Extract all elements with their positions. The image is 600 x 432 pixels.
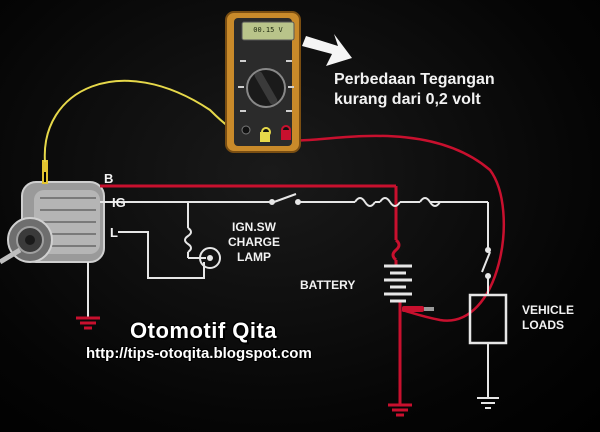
vehicle-loads-box: [468, 293, 508, 345]
terminal-ig-label: IG: [112, 195, 126, 210]
annotation-note: Perbedaan Tegangan kurang dari 0,2 volt: [334, 70, 495, 110]
arrow-right-icon: [302, 34, 352, 66]
multimeter-lcd: [241, 21, 295, 41]
annotation-line-1: Perbedaan Tegangan: [334, 71, 495, 88]
alternator: [0, 160, 105, 265]
charge-lamp-icon: [199, 247, 221, 269]
brand-url[interactable]: http://tips-otoqita.blogspot.com: [86, 345, 312, 362]
brand-title: Otomotif Qita: [130, 318, 278, 343]
terminal-l-label: L: [110, 225, 118, 240]
vehicle-loads-label-line-1: VEHICLE: [522, 303, 575, 317]
ig-circuit: [100, 193, 491, 295]
vehicle-loads-label-line-2: LOADS: [522, 318, 564, 332]
multimeter-reading: 00.15 V: [253, 26, 283, 34]
b-terminal-wire: [100, 184, 402, 405]
meter-lead-red: [285, 134, 506, 322]
battery-label: BATTERY: [300, 278, 356, 292]
ground-loads-icon: [477, 397, 499, 409]
ign-sw-label: IGN.SW CHARGE LAMP: [228, 220, 280, 265]
ign-sw-label-line-3: LAMP: [237, 250, 271, 264]
ground-battery-icon: [388, 403, 412, 417]
vehicle-loads-label: VEHICLE LOADS: [522, 303, 574, 333]
annotation-line-2: kurang dari 0,2 volt: [334, 91, 481, 108]
terminal-b-label: B: [104, 171, 114, 186]
battery-symbol: [384, 264, 434, 312]
multimeter: [225, 11, 301, 153]
ign-sw-label-line-1: IGN.SW: [232, 220, 276, 234]
ign-sw-label-line-2: CHARGE: [228, 235, 281, 249]
charge-lamp-circuit: [118, 202, 206, 279]
ground-alternator-icon: [76, 262, 100, 330]
